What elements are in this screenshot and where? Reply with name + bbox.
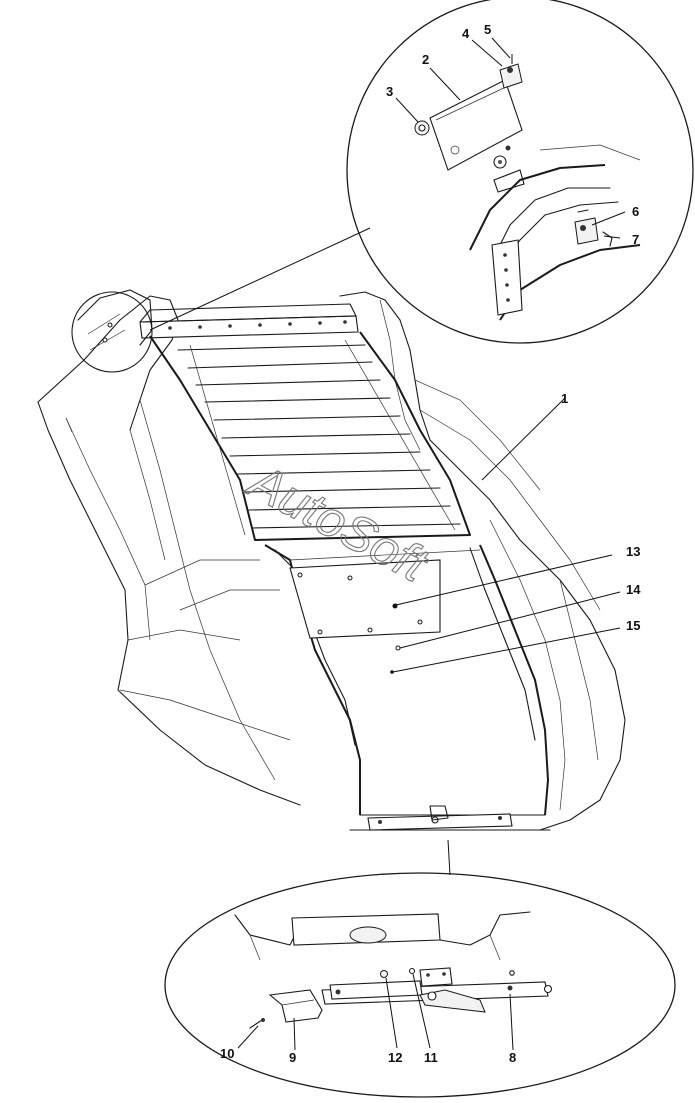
callout-2: 2 (422, 52, 429, 67)
callout-1: 1 (561, 391, 568, 406)
callout-11: 11 (424, 1050, 438, 1065)
callout-13: 13 (626, 544, 640, 559)
callout-14: 14 (626, 582, 641, 597)
callout-7: 7 (632, 232, 639, 247)
callout-10: 10 (220, 1046, 234, 1061)
callout-8: 8 (509, 1050, 516, 1065)
callout-6: 6 (632, 204, 639, 219)
leader-lines (237, 37, 626, 1051)
callout-12: 12 (388, 1050, 402, 1065)
top-detail-view (71, 0, 694, 373)
callout-labels: 1 2 3 4 5 6 7 8 9 10 11 12 13 14 15 (220, 22, 641, 1065)
callout-15: 15 (626, 618, 640, 633)
callout-3: 3 (386, 84, 393, 99)
callout-9: 9 (289, 1050, 296, 1065)
main-assembly: AutoSoft (37, 289, 626, 831)
callout-5: 5 (484, 22, 491, 37)
bottom-detail-view (164, 839, 676, 1098)
callout-4: 4 (462, 26, 470, 41)
